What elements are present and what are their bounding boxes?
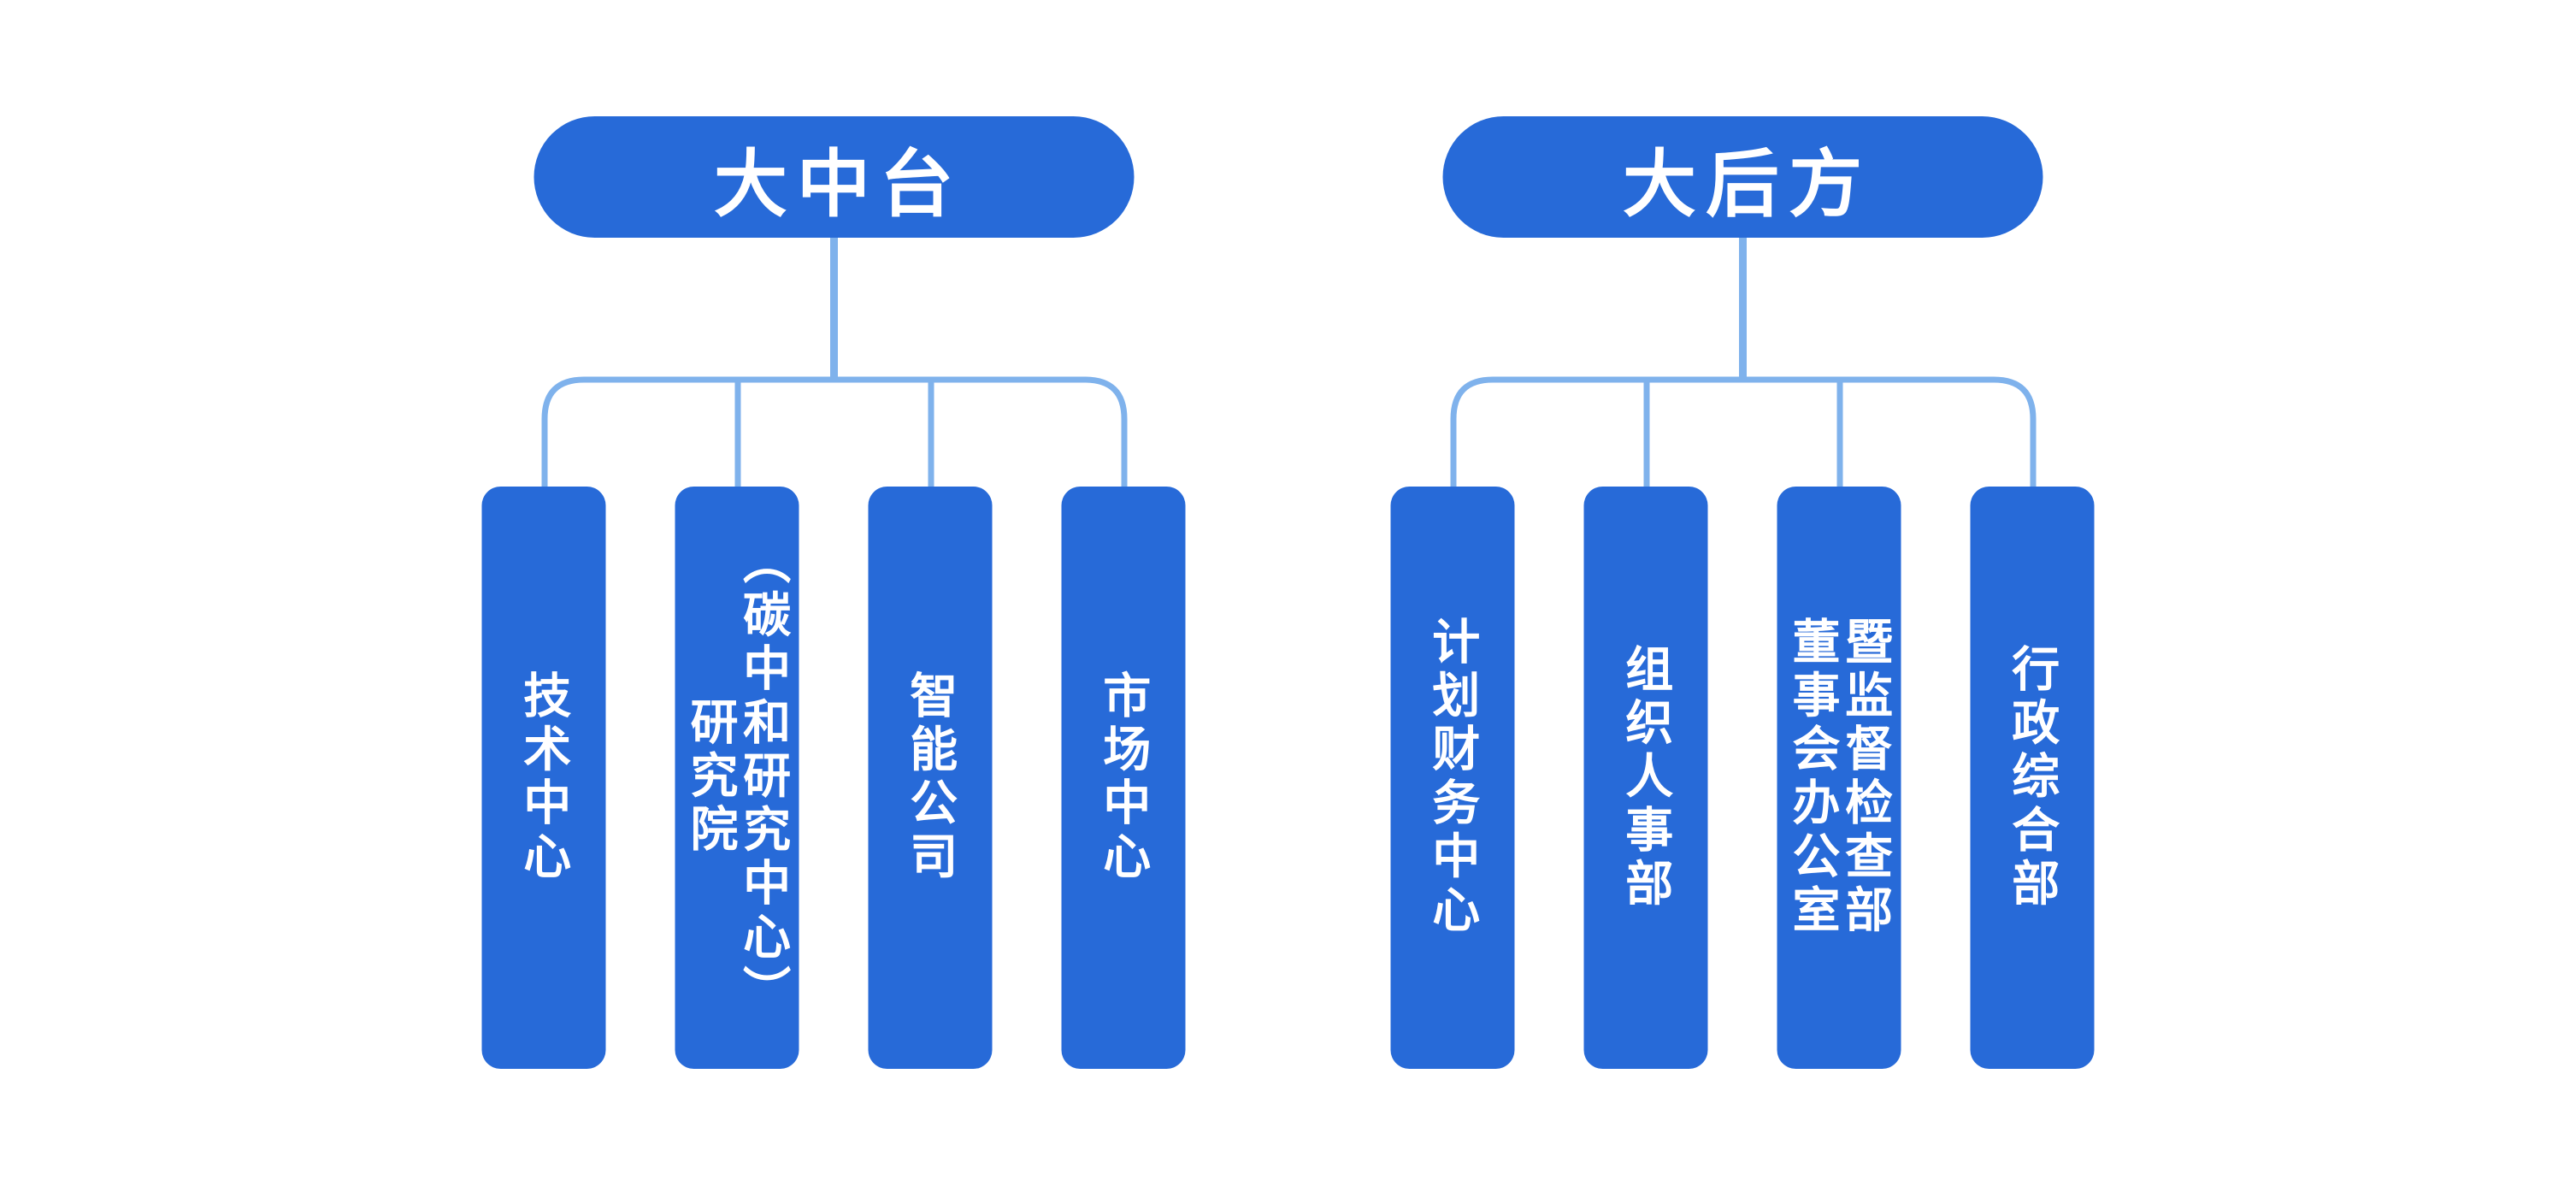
- child-node-label: 行政综合部: [2005, 643, 2060, 912]
- child-node-label: 计划财务中心: [1425, 617, 1480, 939]
- child-node-board-office-supervision-dept[interactable]: 董事会办公室 暨监督检查部: [1777, 487, 1901, 1069]
- child-node-organization-personnel-dept[interactable]: 组织人事部: [1583, 487, 1708, 1069]
- child-node-label: 智能公司: [903, 670, 958, 885]
- root-node-middle-platform[interactable]: 大中台: [533, 116, 1134, 238]
- child-node-planning-finance-center[interactable]: 计划财务中心: [1390, 487, 1515, 1069]
- child-node-label: 组织人事部: [1618, 643, 1673, 912]
- root-node-label: 大中台: [713, 143, 964, 226]
- children-row: 计划财务中心 组织人事部 董事会办公室 暨监督检查部 行政综合部: [1390, 487, 2095, 1069]
- connector-lines: [1450, 238, 2036, 487]
- child-node-label: 市场中心: [1096, 670, 1151, 885]
- group-rear-support: 大后方 计划财务中心 组织人事部 董事会办公室 暨监督检查部 行政: [1390, 116, 2095, 1069]
- org-chart: 大中台 技术中心 研究院 （碳中和研究中心） 智能公司 市场中心: [481, 116, 2095, 1069]
- child-node-technology-center[interactable]: 技术中心: [481, 487, 606, 1069]
- child-node-intelligent-company[interactable]: 智能公司: [868, 487, 993, 1069]
- root-node-label: 大后方: [1622, 143, 1872, 226]
- child-node-label: 研究院 （碳中和研究中心）: [684, 536, 791, 1019]
- child-node-label: 董事会办公室 暨监督检查部: [1786, 617, 1893, 939]
- child-node-admin-general-dept[interactable]: 行政综合部: [1970, 487, 2095, 1069]
- root-node-rear-support[interactable]: 大后方: [1442, 116, 2043, 238]
- child-node-label: 技术中心: [516, 670, 571, 885]
- group-middle-platform: 大中台 技术中心 研究院 （碳中和研究中心） 智能公司 市场中心: [481, 116, 1186, 1069]
- children-row: 技术中心 研究院 （碳中和研究中心） 智能公司 市场中心: [481, 487, 1186, 1069]
- child-node-research-institute[interactable]: 研究院 （碳中和研究中心）: [675, 487, 799, 1069]
- connector-lines: [541, 238, 1127, 487]
- child-node-market-center[interactable]: 市场中心: [1061, 487, 1186, 1069]
